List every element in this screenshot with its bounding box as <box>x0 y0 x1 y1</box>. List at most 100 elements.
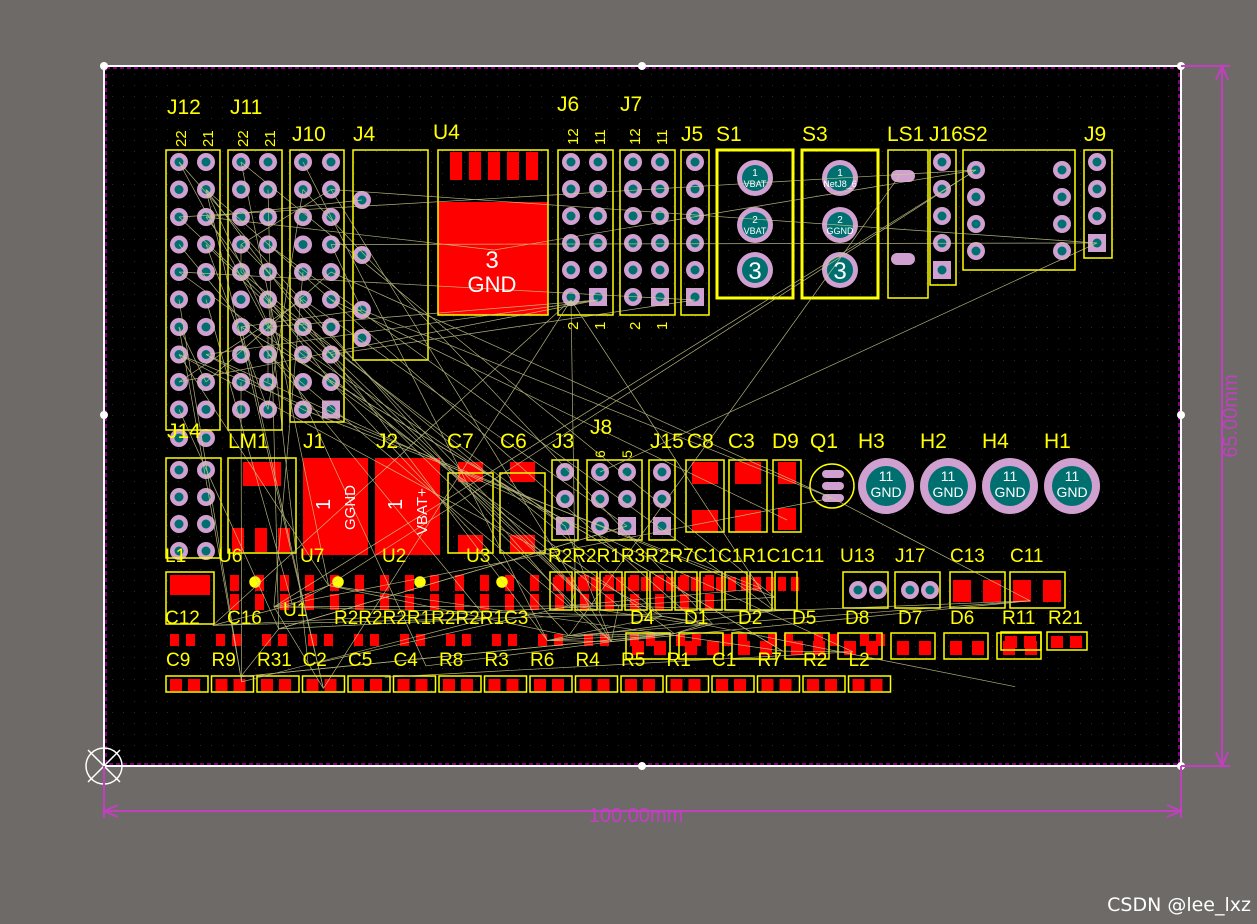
grid-dot <box>915 338 916 339</box>
grid-dot <box>673 503 674 504</box>
grid-dot <box>970 294 971 295</box>
grid-dot <box>926 85 927 86</box>
grid-dot <box>871 723 872 724</box>
grid-dot <box>772 107 773 108</box>
grid-dot <box>948 437 949 438</box>
grid-dot <box>486 657 487 658</box>
grid-dot <box>211 591 212 592</box>
grid-dot <box>607 327 608 328</box>
grid-dot <box>365 272 366 273</box>
grid-dot <box>849 382 850 383</box>
grid-dot <box>310 151 311 152</box>
grid-dot <box>959 184 960 185</box>
grid-dot <box>442 701 443 702</box>
grid-dot <box>596 118 597 119</box>
grid-dot <box>299 140 300 141</box>
grid-dot <box>123 580 124 581</box>
grid-dot <box>739 96 740 97</box>
grid-dot <box>321 349 322 350</box>
grid-dot <box>409 118 410 119</box>
grid-dot <box>662 360 663 361</box>
grid-dot <box>684 624 685 625</box>
grid-dot <box>365 690 366 691</box>
grid-dot <box>277 261 278 262</box>
grid-dot <box>409 228 410 229</box>
grid-dot <box>904 74 905 75</box>
grid-dot <box>915 140 916 141</box>
grid-dot <box>475 382 476 383</box>
grid-dot <box>717 448 718 449</box>
grid-dot <box>475 745 476 746</box>
grid-dot <box>178 602 179 603</box>
grid-dot <box>915 382 916 383</box>
grid-dot <box>519 679 520 680</box>
grid-dot <box>123 217 124 218</box>
grid-dot <box>343 85 344 86</box>
grid-dot <box>717 547 718 548</box>
grid-dot <box>288 294 289 295</box>
grid-dot <box>167 470 168 471</box>
grid-dot <box>486 162 487 163</box>
grid-dot <box>321 228 322 229</box>
grid-dot <box>277 536 278 537</box>
grid-dot <box>398 624 399 625</box>
grid-dot <box>706 613 707 614</box>
grid-dot <box>959 756 960 757</box>
grid-dot <box>673 734 674 735</box>
grid-dot <box>167 701 168 702</box>
grid-dot <box>189 756 190 757</box>
grid-dot <box>442 415 443 416</box>
grid-dot <box>629 206 630 207</box>
grid-dot <box>552 239 553 240</box>
grid-dot <box>145 481 146 482</box>
grid-dot <box>156 217 157 218</box>
grid-dot <box>926 624 927 625</box>
grid-dot <box>827 74 828 75</box>
grid-dot <box>893 272 894 273</box>
grid-dot <box>805 536 806 537</box>
grid-dot <box>244 492 245 493</box>
grid-dot <box>145 371 146 372</box>
grid-dot <box>189 217 190 218</box>
grid-dot <box>299 426 300 427</box>
grid-dot <box>585 228 586 229</box>
grid-dot <box>409 272 410 273</box>
grid-dot <box>783 294 784 295</box>
grid-dot <box>585 404 586 405</box>
grid-dot <box>915 360 916 361</box>
grid-dot <box>244 646 245 647</box>
grid-dot <box>640 437 641 438</box>
grid-dot <box>662 701 663 702</box>
grid-dot <box>222 712 223 713</box>
grid-dot <box>178 338 179 339</box>
grid-dot <box>354 228 355 229</box>
grid-dot <box>629 107 630 108</box>
grid-dot <box>156 393 157 394</box>
grid-dot <box>629 360 630 361</box>
grid-dot <box>475 129 476 130</box>
grid-dot <box>904 712 905 713</box>
grid-dot <box>904 624 905 625</box>
grid-dot <box>310 646 311 647</box>
grid-dot <box>651 437 652 438</box>
grid-dot <box>464 756 465 757</box>
grid-dot <box>585 657 586 658</box>
grid-dot <box>695 360 696 361</box>
grid-dot <box>651 195 652 196</box>
grid-dot <box>167 173 168 174</box>
grid-dot <box>167 547 168 548</box>
grid-dot <box>794 140 795 141</box>
grid-dot <box>123 657 124 658</box>
grid-dot <box>244 118 245 119</box>
grid-dot <box>420 74 421 75</box>
grid-dot <box>497 327 498 328</box>
grid-dot <box>343 107 344 108</box>
grid-dot <box>464 74 465 75</box>
grid-dot <box>156 151 157 152</box>
grid-dot <box>145 206 146 207</box>
grid-dot <box>893 690 894 691</box>
grid-dot <box>134 635 135 636</box>
grid-dot <box>134 184 135 185</box>
grid-dot <box>376 723 377 724</box>
